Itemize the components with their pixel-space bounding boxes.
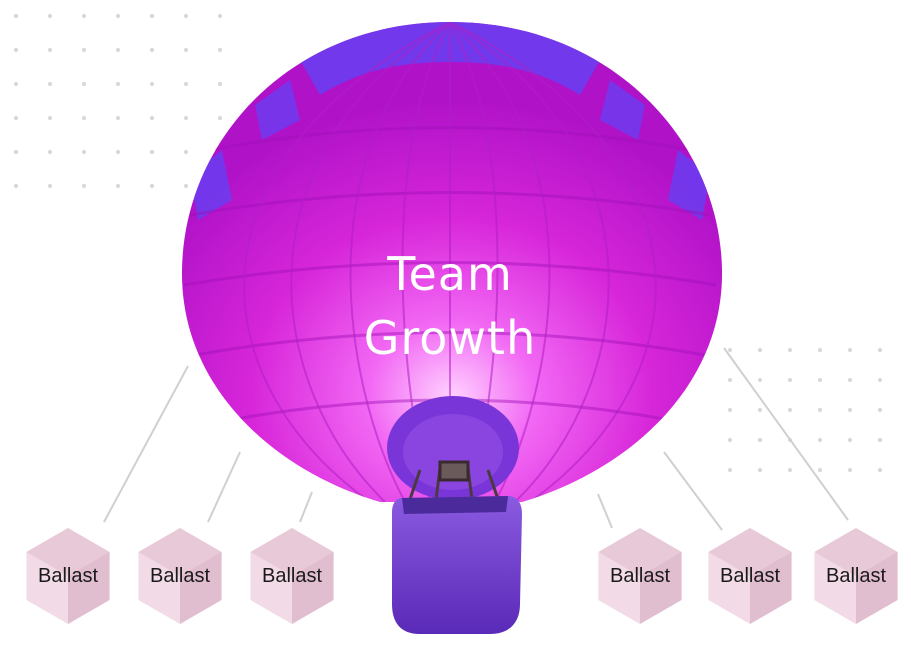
rope-6 xyxy=(723,347,849,521)
ballast-cube-6 xyxy=(814,528,898,624)
ballast-label-1: Ballast xyxy=(37,565,99,587)
title-line-2: Growth xyxy=(363,311,537,365)
ballast-label-3: Ballast xyxy=(261,565,323,587)
ballast-cube-3 xyxy=(250,528,334,624)
rope-2 xyxy=(207,451,241,523)
ballast-label-2: Ballast xyxy=(149,565,211,587)
balloon-basket xyxy=(392,496,522,634)
ballast-cubes xyxy=(26,528,898,624)
ballast-label-4: Ballast xyxy=(609,565,671,587)
dot-grid-right xyxy=(728,348,882,472)
title-line-1: Team xyxy=(387,247,513,301)
ballast-cube-4 xyxy=(598,528,682,624)
dot-grid-left xyxy=(14,14,222,188)
rope-4 xyxy=(597,493,613,529)
rope-3 xyxy=(299,491,313,523)
rope-1 xyxy=(103,365,189,523)
ballast-ropes xyxy=(103,347,849,531)
rope-5 xyxy=(663,451,723,531)
ballast-label-6: Ballast xyxy=(825,565,887,587)
balloon-envelope xyxy=(181,22,723,502)
ballast-label-5: Ballast xyxy=(719,565,781,587)
ballast-cube-1 xyxy=(26,528,110,624)
ballast-cube-2 xyxy=(138,528,222,624)
ballast-cube-5 xyxy=(708,528,792,624)
